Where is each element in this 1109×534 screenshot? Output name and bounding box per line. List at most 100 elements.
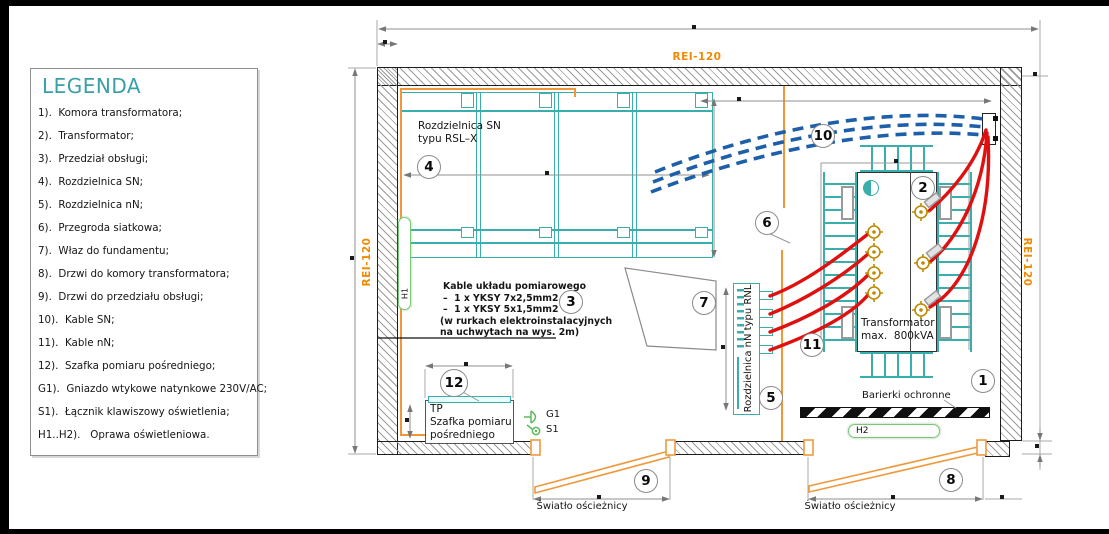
legend-item: H1..H2). Oprawa oświetleniowa. (38, 429, 210, 441)
balloon-2-transformer: 2 (911, 176, 935, 200)
sn-switchgear-top-line (402, 110, 712, 112)
transformer-label-line2: max. 800kVA (861, 330, 934, 342)
transformer-bracket (939, 186, 952, 220)
legend-item: 5). Rozdzielnica nN; (38, 199, 144, 211)
h1-label: H1 (400, 287, 410, 300)
transformer-radiator-top (860, 145, 933, 172)
legend-item: 4). Rozdzielnica SN; (38, 176, 144, 188)
lighting-fixture-h2 (848, 424, 940, 438)
transformer-bracket (841, 306, 854, 339)
fire-rating-label-right: REI-120 (1021, 237, 1033, 287)
sn-cable-entry (695, 93, 708, 108)
sn-cable-entry (461, 227, 474, 238)
legend-item: 3). Przedział obsługi; (38, 153, 149, 165)
balloon-12-metering-cabinet: 12 (440, 369, 468, 397)
door-clearance-label-right: Światło ościeżnicy (804, 501, 896, 512)
nn-switchgear-label: Rozdzielnica nN typu RNL (743, 284, 754, 413)
nn-feeder-stub (759, 327, 773, 336)
nn-feeder-stub (759, 309, 773, 318)
s1-label: S1 (546, 424, 559, 435)
sn-panel-divider (554, 93, 559, 257)
s1-switch-symbol (526, 424, 541, 436)
legend-item: 12). Szafka pomiaru pośredniego; (38, 360, 216, 372)
transformer-bracket (841, 186, 854, 220)
lighting-fixture-h1 (398, 217, 411, 310)
wall-right (1000, 67, 1022, 441)
balloon-8-transformer-door: 8 (939, 468, 963, 492)
nn-feeder-stub (759, 345, 773, 354)
legend-item: 8). Drzwi do komory transformatora; (38, 268, 230, 280)
sn-cable-entry (539, 93, 552, 108)
g1-label: G1 (546, 409, 561, 420)
transformer-radiator-bottom (860, 352, 933, 378)
wall-bottom-segment (985, 441, 1010, 457)
sn-cable-entry (617, 227, 630, 238)
legend-item: 7). Właz do fundamentu; (38, 245, 170, 257)
legend-item: 2). Transformator; (38, 130, 134, 142)
sn-cable-entry (695, 227, 708, 238)
transformer-label-line1: Transformator (861, 317, 935, 329)
oil-conservator-symbol (863, 180, 879, 196)
balloon-10-sn-cables: 10 (811, 124, 835, 148)
h2-label: H2 (856, 426, 869, 436)
legend-item: 1). Komora transformatora; (38, 107, 183, 119)
cable-tray-top (400, 88, 576, 90)
wall-top (377, 67, 1022, 86)
mesh-partition-lower (781, 250, 783, 441)
cable-tray-top-drop (574, 88, 576, 97)
transformer-bracket (939, 306, 952, 339)
cable-note-line: na uchwytach na wys. 2m) (440, 327, 580, 338)
left-edge-bar (0, 0, 9, 534)
sn-cable-entry (617, 93, 630, 108)
wall-bottom-segment (672, 441, 808, 455)
legend-item: 11). Kable nN; (38, 337, 115, 349)
nn-switchgear-line (737, 357, 739, 409)
balloon-7-foundation-hatch: 7 (692, 291, 716, 315)
sn-cable-entry (539, 227, 552, 238)
junction-clamp (993, 136, 998, 141)
cable-note-line: – 1 x YKSY 5x1,5mm2 (443, 304, 559, 315)
cable-note-line: – 1 x YKSY 7x2,5mm2 (443, 292, 559, 304)
junction-clamp (993, 116, 998, 121)
fire-rating-label-left: REI-120 (361, 237, 373, 287)
door-clearance-label-left: Światło ościeżnicy (536, 501, 628, 512)
sn-panel-divider (476, 93, 481, 257)
wall-left (377, 67, 398, 455)
barrier-label: Barierki ochronne (862, 390, 951, 401)
cable-note-line: Kable układu pomiarowego (443, 281, 586, 292)
legend-item: G1). Gniazdo wtykowe natynkowe 230V/AC; (38, 383, 268, 395)
tp-cabinet-top-strip (428, 396, 511, 403)
bottom-edge-bar (0, 529, 1109, 534)
cable-note-line: (w rurkach elektroinstalacyjnych (440, 315, 613, 327)
legend-item: 10). Kable SN; (38, 314, 115, 326)
sn-switchgear-label-line1: Rozdzielnica SN (418, 120, 501, 132)
tp-label-line1: TP (430, 403, 443, 415)
balloon-4-sn-switchgear: 4 (417, 155, 441, 179)
balloon-9-service-door: 9 (634, 469, 658, 493)
transformer-body-divider (910, 172, 911, 352)
protective-barrier (800, 407, 990, 418)
sn-cable-entry (461, 93, 474, 108)
legend-item: 9). Drzwi do przedziału obsługi; (38, 291, 204, 303)
tp-label-line3: pośredniego (430, 429, 495, 441)
legend-item: 6). Przegroda siatkowa; (38, 222, 163, 234)
top-edge-bar (0, 0, 1109, 6)
balloon-5-nn-switchgear: 5 (759, 386, 783, 410)
sn-switchgear-bottom-line (402, 229, 712, 231)
mesh-partition-upper (783, 86, 785, 208)
tp-metering-cabinet (425, 400, 514, 444)
balloon-6-mesh-partition: 6 (755, 211, 779, 235)
g1-socket-symbol (524, 410, 537, 424)
sn-panel-divider (632, 93, 637, 257)
balloon-11-nn-cables: 11 (800, 333, 824, 357)
nn-switchgear-rows (737, 289, 744, 351)
nn-feeder-stub (759, 291, 773, 300)
legend-box (30, 68, 258, 456)
legend-item: S1). Łącznik klawiszowy oświetlenia; (38, 406, 230, 418)
fire-rating-label-top: REI-120 (672, 51, 722, 63)
sn-switchgear-bottom-line (402, 242, 712, 244)
balloon-3-service-area: 3 (559, 290, 583, 314)
cable-tray-bottom (400, 434, 426, 436)
balloon-1-transformer-chamber: 1 (971, 369, 995, 393)
